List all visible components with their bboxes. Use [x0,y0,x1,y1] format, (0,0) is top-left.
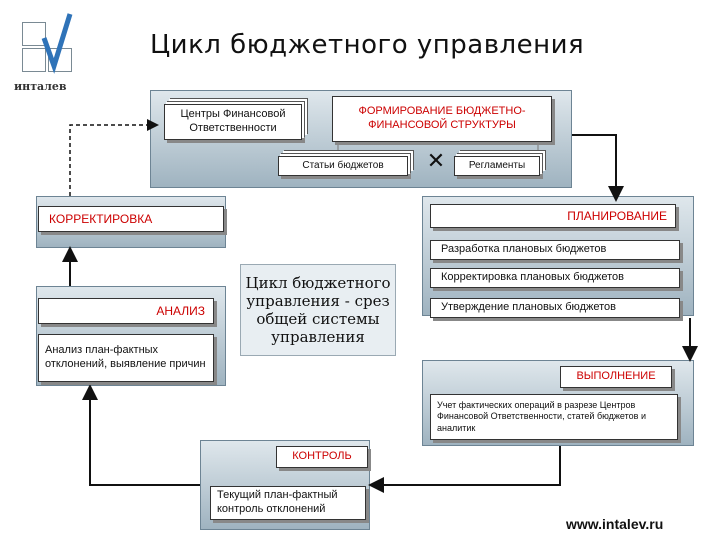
correction-label: КОРРЕКТИРОВКА [38,206,224,232]
x-mark-icon: ✕ [426,148,446,173]
analysis-description: Анализ план-фактных отклонений, выявлени… [38,334,214,382]
planning-item: Разработка плановых бюджетов [430,240,680,260]
financial-centers-box: Центры Финансовой Ответственности [164,104,302,140]
execution-description: Учет фактических операций в разрезе Цент… [430,394,678,440]
logo-text: инталев [14,80,67,93]
control-label: КОНТРОЛЬ [276,446,368,468]
planning-item: Утверждение плановых бюджетов [430,298,680,318]
logo-square [22,48,46,72]
website-link[interactable]: www.intalev.ru [566,516,664,532]
arrow-control-to-analysis [82,384,200,486]
arrow-correction-to-structure [69,119,159,196]
company-logo: инталев [8,8,76,96]
analysis-label: АНАЛИЗ [38,298,214,324]
center-caption: Цикл бюджетного управления - срез общей … [240,264,396,356]
planning-item: Корректировка плановых бюджетов [430,268,680,288]
planning-label: ПЛАНИРОВАНИЕ [430,204,676,228]
page-title: Цикл бюджетного управления [150,30,585,60]
logo-check-icon [41,13,73,74]
regulations-box: Регламенты [454,156,540,176]
execution-label: ВЫПОЛНЕНИЕ [560,366,672,388]
budget-articles-box: Статьи бюджетов [278,156,408,176]
formation-box: ФОРМИРОВАНИЕ БЮДЖЕТНО-ФИНАНСОВОЙ СТРУКТУ… [332,96,552,142]
arrow-execution-to-control [368,446,561,493]
control-description: Текущий план-фактный контроль отклонений [210,486,366,520]
logo-square [22,22,46,46]
arrow-structure-to-planning [572,134,624,202]
